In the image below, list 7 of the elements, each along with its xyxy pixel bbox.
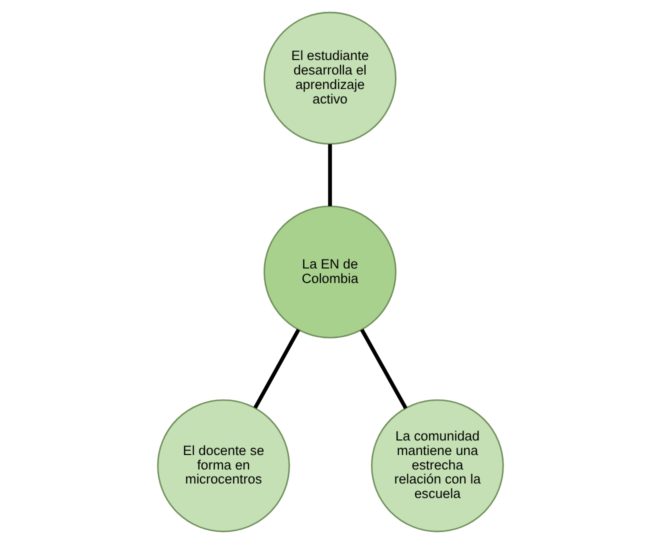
node-circle: El estudiante desarrolla el aprendizaje activo (264, 12, 396, 145)
node-circle: La EN de Colombia (264, 206, 396, 338)
connector (253, 328, 300, 409)
node-circle: La comunidad mantiene una estrecha relación con la escuela (371, 399, 504, 532)
connector (328, 144, 332, 206)
connector (360, 328, 408, 410)
node-circle: El docente se forma en microcentros (157, 399, 290, 532)
